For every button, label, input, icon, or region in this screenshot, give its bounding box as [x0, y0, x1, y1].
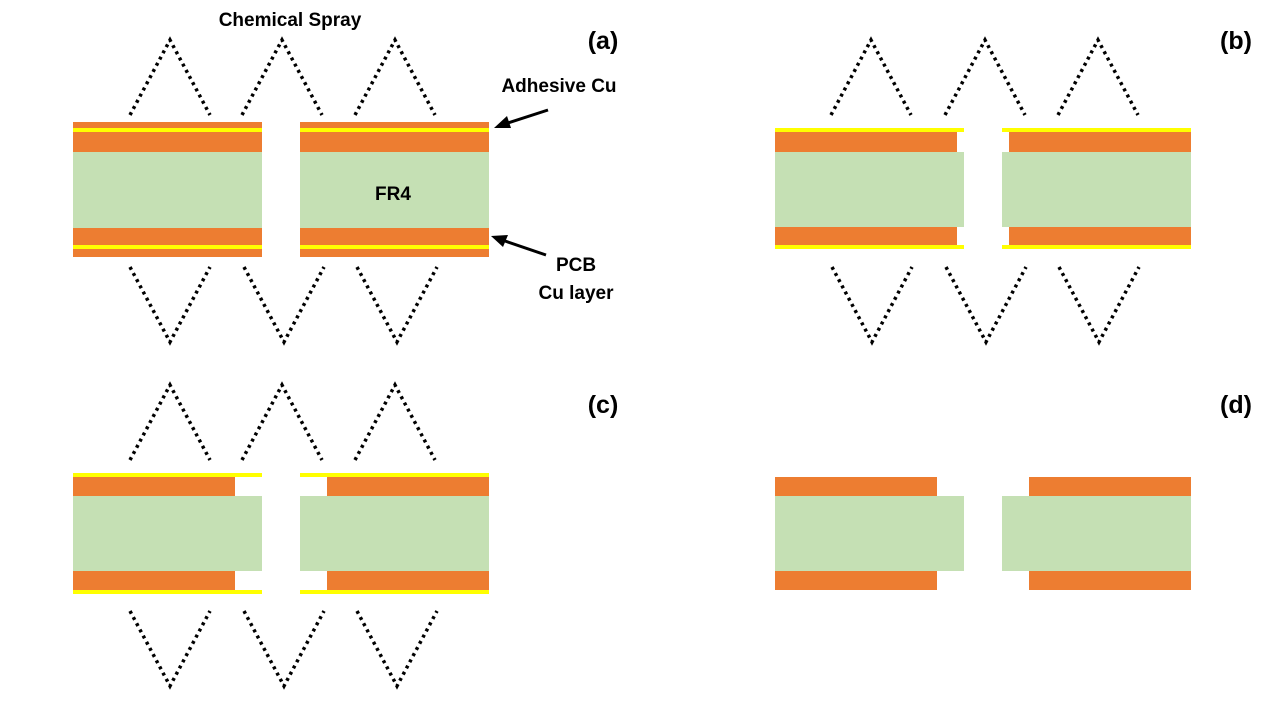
- board-right-c: [300, 473, 489, 594]
- panel-c: (c): [73, 381, 619, 690]
- copper-top-left-b: [775, 132, 957, 152]
- adhesive-cu-bottom-left-a: [73, 245, 262, 249]
- adhesive-cu-bottom-right-c: [300, 590, 489, 594]
- pcb-cu-layer-arrow: [491, 235, 547, 257]
- fr4-right-c: [300, 496, 489, 571]
- copper-bottom-right-b: [1009, 227, 1191, 245]
- pcb-label: PCB: [556, 255, 596, 276]
- adhesive-cu-top-left-c: [73, 473, 262, 477]
- panel-label-a: (a): [588, 27, 619, 55]
- adhesive-cu-top-left-a: [73, 128, 262, 132]
- adhesive-cu-bottom-right-a: [300, 245, 489, 249]
- board-left-c: [73, 473, 262, 594]
- adhesive-cu-top-left-b: [775, 128, 964, 132]
- board-left-d: [775, 477, 964, 590]
- copper-top-left-a: [73, 122, 262, 152]
- chemical-spray-bottom-b: [830, 266, 1141, 346]
- copper-top-right-c: [327, 477, 489, 496]
- adhesive-cu-top-right-b: [1002, 128, 1191, 132]
- panel-label-b: (b): [1220, 27, 1252, 55]
- panel-d: (d): [775, 391, 1252, 590]
- cu-layer-label: Cu layer: [539, 283, 615, 304]
- copper-top-right-a: [300, 122, 489, 152]
- chemical-spray-bottom-c: [128, 610, 439, 690]
- fr4-left-a: [73, 152, 262, 228]
- copper-bottom-left-d: [775, 571, 937, 590]
- copper-top-left-c: [73, 477, 235, 496]
- panel-b: (b): [775, 27, 1252, 346]
- copper-top-left-d: [775, 477, 937, 496]
- copper-bottom-left-b: [775, 227, 957, 245]
- copper-bottom-right-c: [327, 571, 489, 590]
- adhesive-cu-label: Adhesive Cu: [501, 76, 616, 97]
- adhesive-cu-bottom-right-b: [1002, 245, 1191, 249]
- board-left-b: [775, 128, 964, 249]
- chemical-spray-top-b: [829, 36, 1140, 116]
- copper-top-right-d: [1029, 477, 1191, 496]
- fr4-left-b: [775, 152, 964, 227]
- copper-top-right-b: [1009, 132, 1191, 152]
- fr4-left-d: [775, 496, 964, 571]
- fr4-left-c: [73, 496, 262, 571]
- copper-bottom-left-c: [73, 571, 235, 590]
- fr4-label: FR4: [375, 184, 411, 205]
- board-left-a: [73, 122, 262, 257]
- board-right-d: [1002, 477, 1191, 590]
- panel-label-c: (c): [588, 391, 619, 419]
- panel-label-d: (d): [1220, 391, 1252, 419]
- fr4-right-b: [1002, 152, 1191, 227]
- fr4-right-d: [1002, 496, 1191, 571]
- adhesive-cu-arrow: [494, 108, 549, 128]
- chemical-spray-top-c: [128, 381, 437, 461]
- chemical-spray-top-a: [128, 36, 437, 116]
- chemical-spray-label: Chemical Spray: [219, 10, 362, 31]
- panel-a: Chemical Spray FR4 Adhesive Cu PCB Cu la…: [73, 10, 619, 346]
- copper-bottom-right-d: [1029, 571, 1191, 590]
- adhesive-cu-top-right-a: [300, 128, 489, 132]
- chemical-spray-bottom-a: [128, 266, 439, 346]
- copper-bottom-right-a: [300, 228, 489, 257]
- copper-bottom-left-a: [73, 228, 262, 257]
- board-right-b: [1002, 128, 1191, 249]
- board-right-a: [300, 122, 489, 257]
- adhesive-cu-bottom-left-c: [73, 590, 262, 594]
- adhesive-cu-top-right-c: [300, 473, 489, 477]
- fr4-right-a: [300, 152, 489, 228]
- adhesive-cu-bottom-left-b: [775, 245, 964, 249]
